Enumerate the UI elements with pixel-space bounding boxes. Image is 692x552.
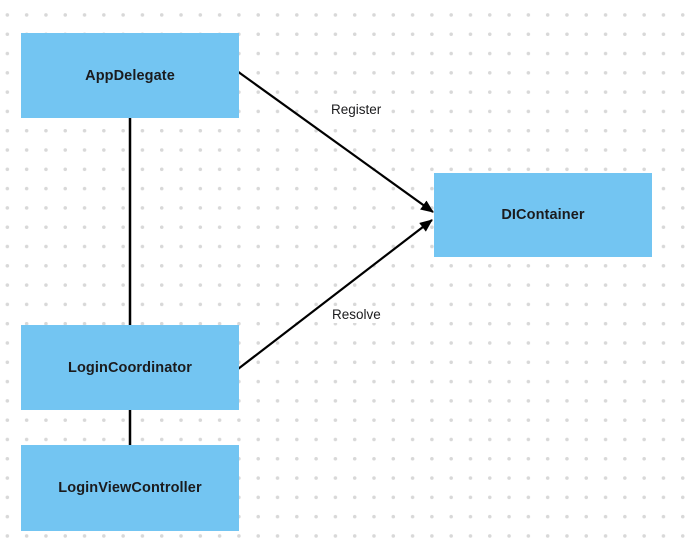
edge-register-line — [236, 70, 434, 213]
edge-label-resolve: Resolve — [329, 306, 384, 323]
node-logincoordinator[interactable]: LoginCoordinator — [21, 325, 239, 410]
edge-label-register: Register — [328, 101, 385, 118]
edge-resolve-line — [237, 219, 433, 370]
node-appdelegate[interactable]: AppDelegate — [21, 33, 239, 118]
node-loginviewcontroller[interactable]: LoginViewController — [21, 445, 239, 531]
node-dicontainer[interactable]: DIContainer — [434, 173, 652, 257]
